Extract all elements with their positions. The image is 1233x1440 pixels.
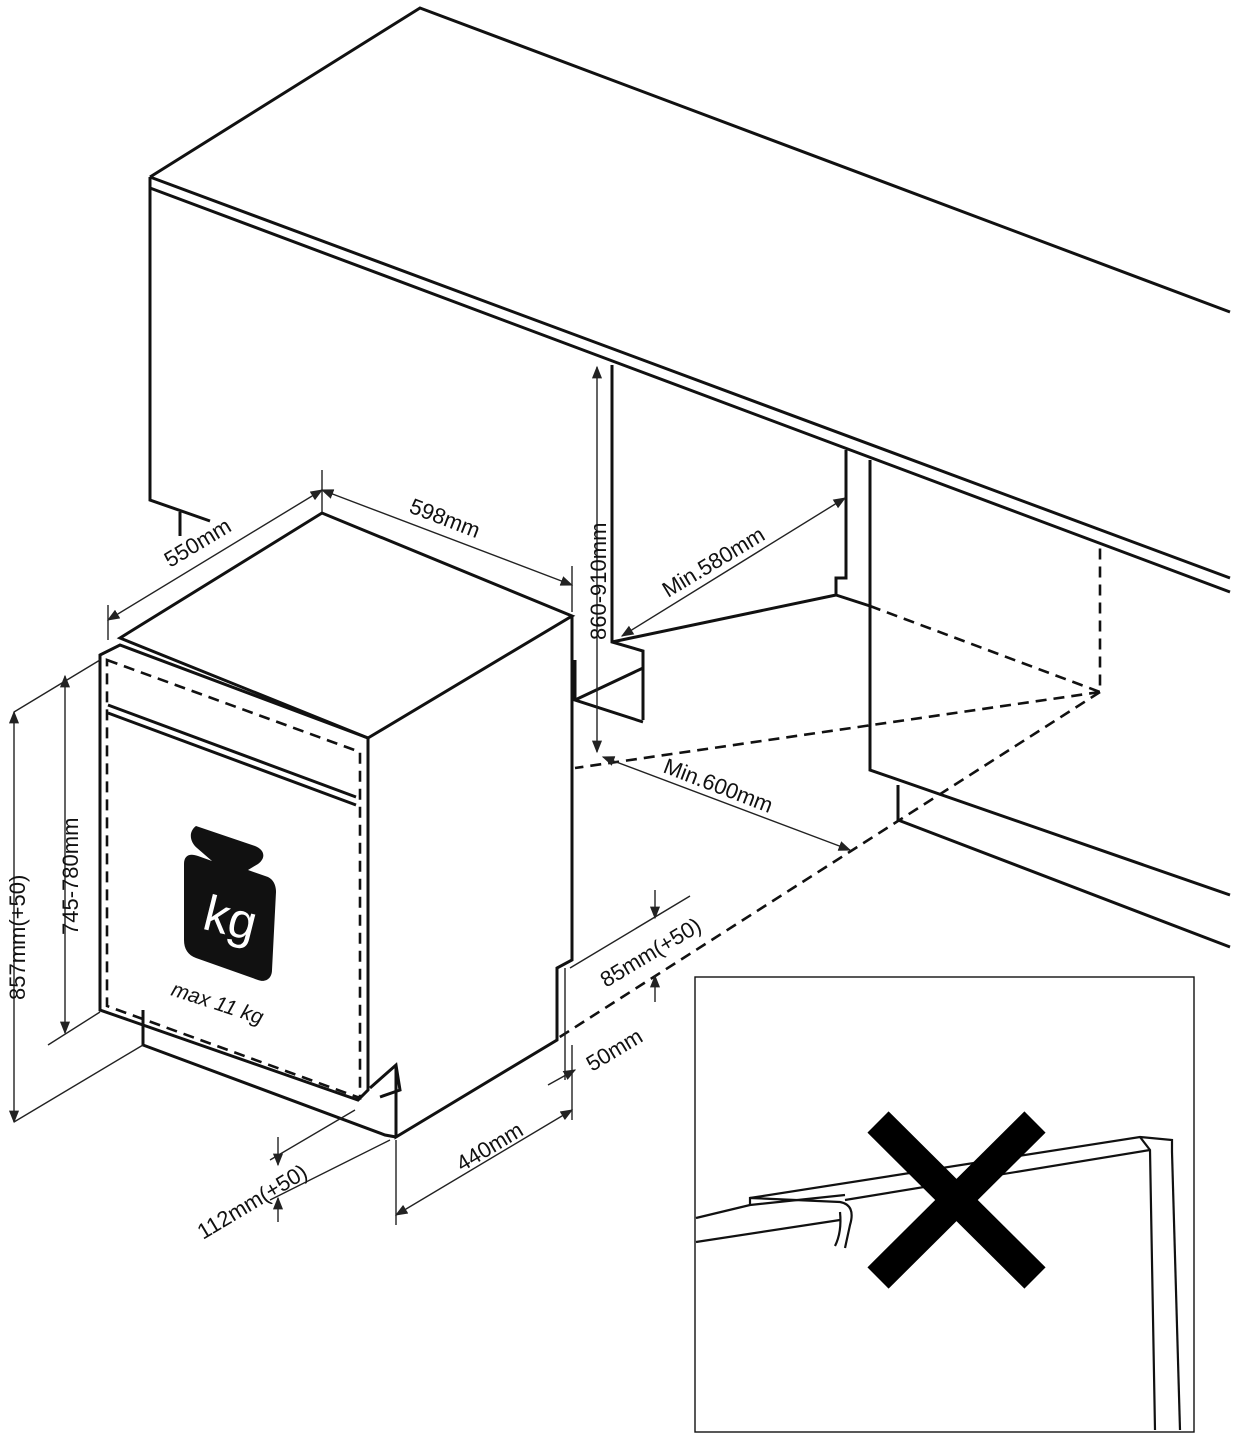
- dim-width-label: 598mm: [406, 493, 483, 543]
- kitchen-cabinet: [148, 6, 1231, 949]
- dim-base-depth-label: 440mm: [452, 1117, 528, 1176]
- dim-niche-depth-label: Min.580mm: [658, 522, 769, 603]
- weight-unit: kg: [198, 885, 263, 952]
- dim-body-height-label: 745-780mm: [58, 818, 83, 935]
- dim-feet-height-label: 112mm(+50): [193, 1159, 312, 1244]
- dishwasher: [98, 511, 576, 1140]
- niche-outline: [554, 548, 1102, 1042]
- max-load-label: max 11 kg: [168, 978, 266, 1029]
- edge-profile: [695, 1135, 1182, 1431]
- dim-depth-label: 550mm: [160, 513, 236, 572]
- dim-total-height-label: 857mm(+50): [5, 875, 30, 1000]
- weight-icon: kg: [184, 826, 276, 981]
- inset-panel: [694, 976, 1195, 1433]
- dim-plinth-height-label: 85mm(+50): [596, 913, 706, 993]
- dim-niche-height-label: 860-910mm: [586, 523, 611, 640]
- dimension-lines: [8, 365, 852, 1225]
- dim-plinth-gap-label: 50mm: [582, 1023, 647, 1076]
- cross-icon: [867, 1111, 1046, 1289]
